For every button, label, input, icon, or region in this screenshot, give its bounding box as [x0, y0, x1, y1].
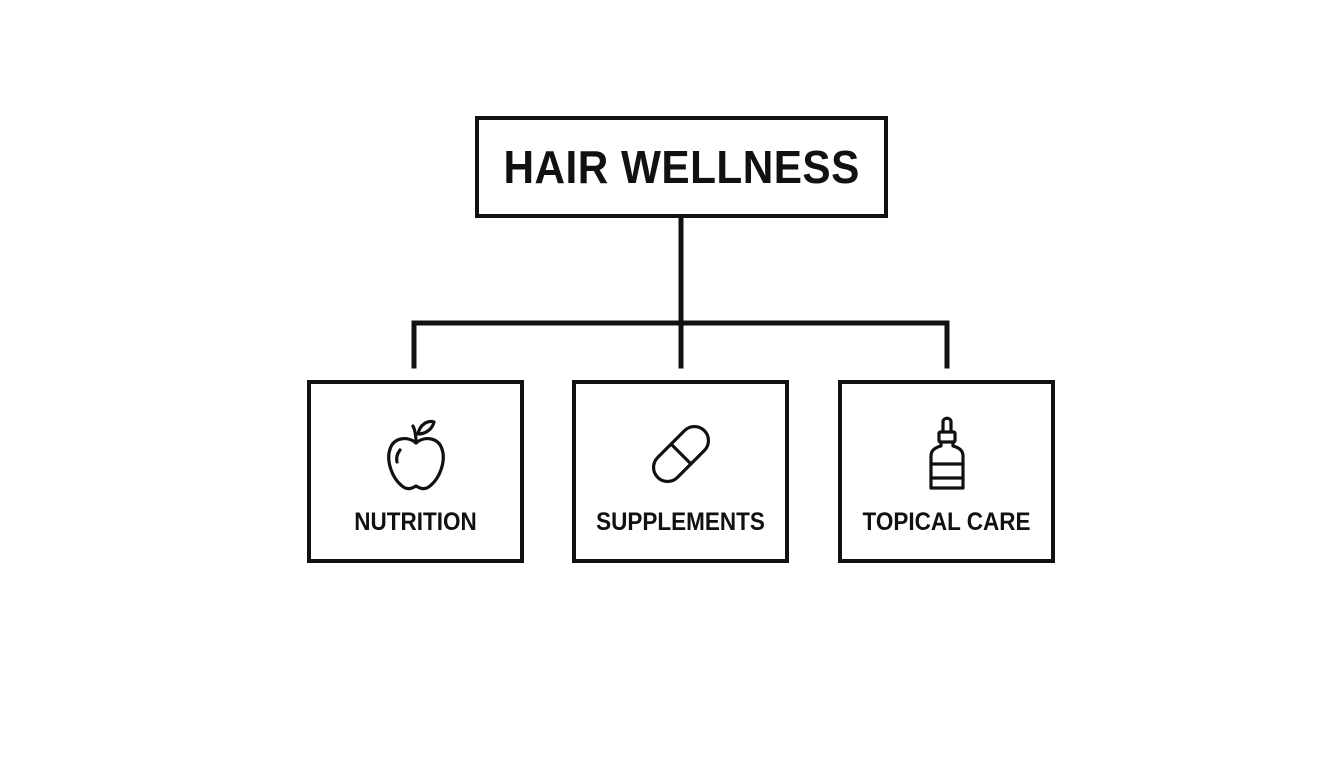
child-node-supplements: SUPPLEMENTS [572, 380, 789, 563]
child-node-label: NUTRITION [354, 508, 477, 536]
root-node: HAIR WELLNESS [475, 116, 888, 218]
root-node-label: HAIR WELLNESS [503, 141, 860, 193]
child-node-topical-care: TOPICAL CARE [838, 380, 1055, 563]
child-node-label: SUPPLEMENTS [596, 508, 765, 536]
apple-icon [381, 412, 451, 494]
child-node-label: TOPICAL CARE [862, 508, 1031, 536]
capsule-icon [646, 412, 716, 494]
child-node-nutrition: NUTRITION [307, 380, 524, 563]
dropper-bottle-icon [912, 412, 982, 494]
